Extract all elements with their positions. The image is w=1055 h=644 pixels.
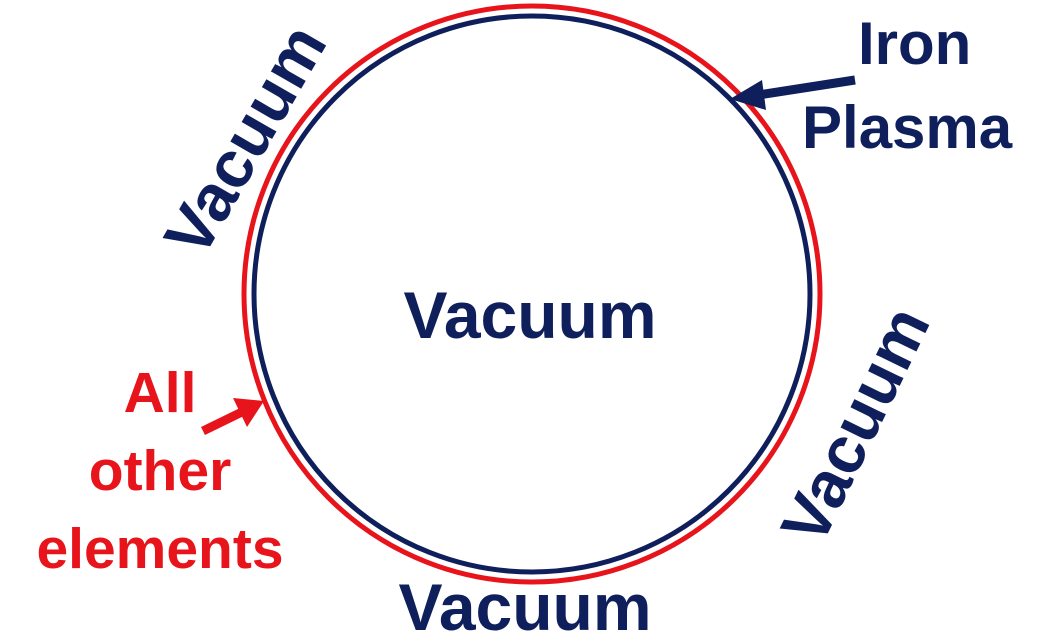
other-elements-label: All other elements — [0, 365, 320, 599]
other-elements-line2: other — [88, 439, 232, 503]
other-elements-line1: All — [123, 361, 197, 425]
iron-label: Iron — [858, 10, 972, 77]
other-elements-line3: elements — [36, 517, 284, 581]
other-elements-arrow — [201, 398, 264, 436]
bottom-vacuum-label: Vacuum — [398, 570, 652, 644]
center-vacuum-label: Vacuum — [403, 278, 657, 352]
inner-shell-navy — [251, 13, 813, 575]
outer-shell-red — [241, 3, 823, 585]
iron-plasma-arrow — [730, 75, 856, 110]
plasma-label: Plasma — [802, 94, 1013, 161]
